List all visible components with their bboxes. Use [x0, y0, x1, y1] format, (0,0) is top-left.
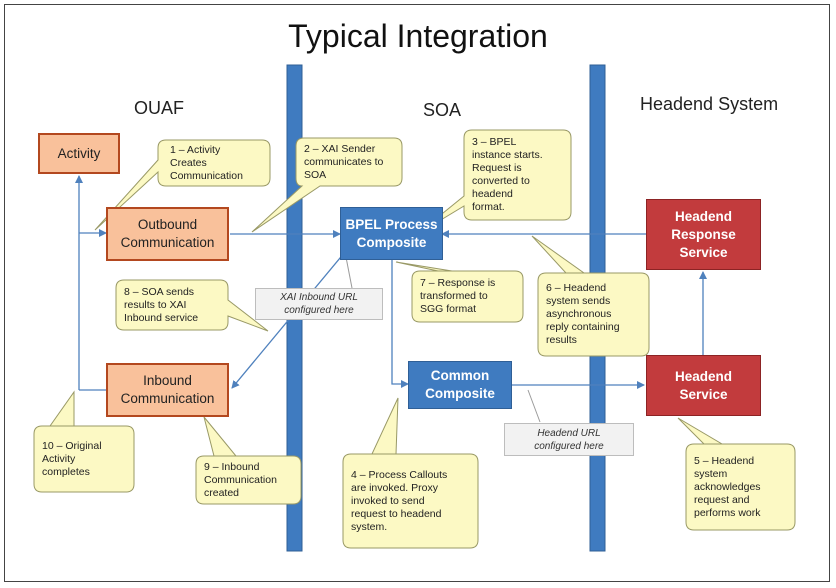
callout-8-text: 8 – SOA sends results to XAI Inbound ser…	[124, 285, 199, 324]
activity-box: Activity	[38, 133, 120, 174]
callout-shape-5	[677, 417, 796, 531]
headend-response-service-box: Headend Response Service	[646, 199, 761, 270]
bpel-process-composite-box: BPEL Process Composite	[340, 207, 443, 260]
headend-url-label: Headend URL configured here	[504, 423, 634, 456]
callout-4-text: 4 – Process Callouts are invoked. Proxy …	[351, 468, 448, 533]
callout-shape-1	[94, 139, 271, 231]
callout-1-text: 1 – Activity Creates Communication	[170, 143, 243, 182]
common-composite-box: Common Composite	[408, 361, 512, 409]
callout-shape-7	[395, 261, 524, 323]
diagram-frame	[4, 4, 830, 582]
leader-headend-url	[527, 389, 541, 423]
callout-shape-8	[115, 279, 269, 332]
callout-9-text: 9 – Inbound Communication created	[204, 460, 277, 499]
callout-7-text: 7 – Response is transformed to SGG forma…	[420, 277, 496, 315]
callout-3-text: 3 – BPEL instance starts. Request is con…	[472, 136, 543, 213]
inbound-communication-box: Inbound Communication	[106, 363, 229, 417]
callout-2-text: 2 – XAI Sender communicates to SOA	[304, 142, 384, 181]
callout-shape-2	[251, 137, 403, 233]
connector-bpel-to-inbound	[231, 251, 346, 389]
callout-shape-3	[415, 129, 572, 236]
callout-shape-4	[342, 397, 479, 549]
section-label-soa: SOA	[423, 100, 462, 120]
callout-shape-6	[531, 235, 650, 357]
section-label-headend: Headend System	[640, 94, 779, 114]
callout-shape-10	[33, 390, 135, 493]
outbound-communication-box: Outbound Communication	[106, 207, 229, 261]
xai-inbound-url-label: XAI Inbound URL configured here	[255, 288, 383, 320]
connector-bpel-to-common	[391, 260, 409, 388]
section-label-ouaf: OUAF	[134, 98, 185, 118]
headend-service-box: Headend Service	[646, 355, 761, 416]
callout-5-text: 5 – Headend system acknowledges request …	[694, 454, 761, 519]
diagram-title: Typical Integration	[288, 18, 548, 54]
callout-6-text: 6 – Headend system sends asynchronous re…	[546, 282, 620, 346]
callout-10-text: 10 – Original Activity completes	[42, 439, 102, 478]
callout-shape-9	[195, 416, 302, 505]
